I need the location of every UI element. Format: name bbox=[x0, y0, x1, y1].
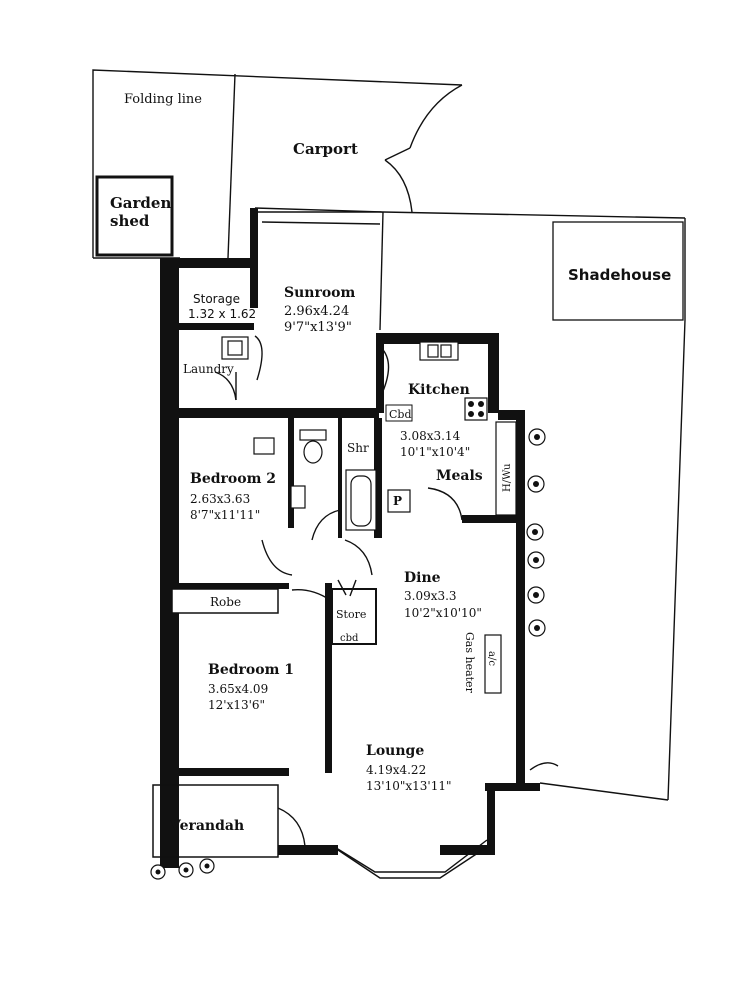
storage-dims: 1.32 x 1.62 bbox=[188, 307, 256, 321]
garden-shed-label-2: shed bbox=[110, 212, 150, 230]
kitchen-label: Kitchen bbox=[408, 382, 470, 398]
toilet-icon bbox=[299, 429, 327, 441]
laundry-label: Laundry bbox=[183, 362, 234, 376]
bay-window bbox=[337, 844, 491, 879]
shadehouse bbox=[552, 221, 684, 321]
verandah-label: Verandah bbox=[169, 818, 244, 834]
shower-label: Shr bbox=[347, 441, 369, 455]
sink-icon bbox=[419, 341, 459, 361]
ac-label: a/c bbox=[486, 651, 497, 666]
sunroom-dims-m: 2.96x4.24 bbox=[284, 304, 349, 319]
dine-label: Dine bbox=[404, 570, 441, 586]
room-labels: Folding line Garden shed Carport Shadeho… bbox=[110, 92, 671, 834]
meals-label: Meals bbox=[436, 468, 483, 484]
lounge-dims-m: 4.19x4.22 bbox=[366, 763, 426, 777]
outdoor-areas bbox=[92, 69, 686, 801]
fixtures bbox=[221, 336, 517, 694]
folding-line-label: Folding line bbox=[124, 92, 202, 107]
doors bbox=[214, 335, 559, 847]
bedroom1-dims-ft: 12'x13'6" bbox=[208, 698, 265, 712]
sunroom-label: Sunroom bbox=[284, 285, 356, 301]
lounge-dims-ft: 13'10"x13'11" bbox=[366, 779, 451, 793]
dine-dims-m: 3.09x3.3 bbox=[404, 589, 457, 603]
bedroom2-dims-m: 2.63x3.63 bbox=[190, 492, 250, 506]
lounge-label: Lounge bbox=[366, 743, 424, 759]
kitchen-dims-ft: 10'1"x10'4" bbox=[400, 445, 470, 459]
robe-label: Robe bbox=[210, 595, 241, 609]
garden-shed bbox=[95, 175, 174, 257]
walls bbox=[152, 208, 540, 868]
stove-icon bbox=[464, 397, 488, 421]
shrubs bbox=[150, 428, 546, 880]
bedroom2-label: Bedroom 2 bbox=[190, 471, 276, 487]
kitchen-dims-m: 3.08x3.14 bbox=[400, 429, 461, 443]
gas-heater-label: Gas heater bbox=[463, 632, 476, 694]
bedroom2-dims-ft: 8'7"x11'11" bbox=[190, 508, 260, 522]
bedroom1-dims-m: 3.65x4.09 bbox=[208, 682, 268, 696]
carport-label: Carport bbox=[293, 140, 358, 158]
hwu-label: H/Wu bbox=[502, 463, 513, 492]
kitchen-cbd-label: Cbd bbox=[389, 408, 412, 421]
dine-dims-ft: 10'2"x10'10" bbox=[404, 606, 482, 620]
store-label: Store bbox=[336, 608, 366, 621]
store-cbd-label: cbd bbox=[340, 633, 359, 644]
sunroom-dims-ft: 9'7"x13'9" bbox=[284, 320, 352, 335]
pantry-label: P bbox=[393, 494, 402, 508]
storage-label: Storage bbox=[193, 292, 240, 306]
bedroom1-label: Bedroom 1 bbox=[208, 662, 294, 678]
garden-shed-label: Garden bbox=[110, 194, 171, 212]
shadehouse-label: Shadehouse bbox=[568, 266, 671, 284]
